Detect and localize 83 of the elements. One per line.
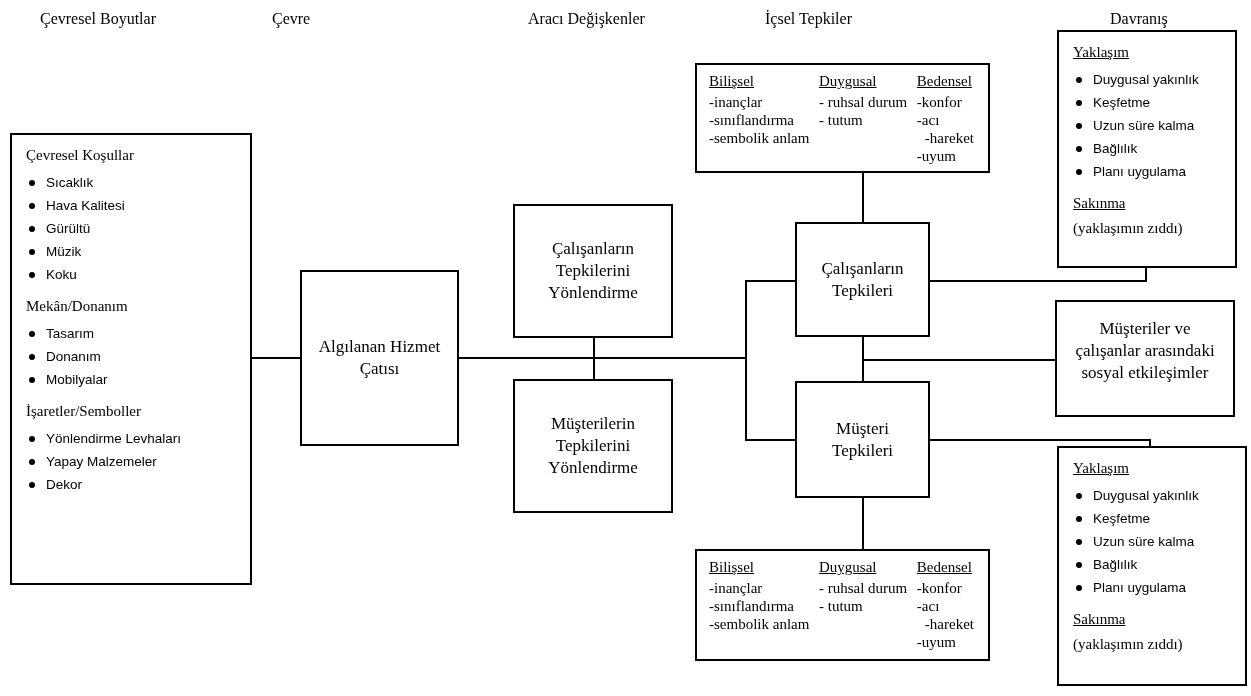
bullet-item: Yapay Malzemeler: [26, 450, 240, 473]
column-heading: Duygusal: [818, 558, 878, 576]
list-item: -acı: [916, 111, 941, 129]
bullet-item: Tasarım: [26, 322, 240, 345]
box-text: Algılanan Hizmet Çatısı: [317, 336, 442, 380]
box-text: Müşteriler ve çalışanlar arasındaki sosyal etkileşimler: [1074, 318, 1216, 384]
bullet-item: Dekor: [26, 473, 240, 496]
box-text: Çalışanların Tepkilerini Yönlendirme: [547, 238, 639, 304]
column-title: Davranış: [1110, 10, 1168, 28]
bullet-item: Sıcaklık: [26, 171, 240, 194]
section-heading: Çevresel Koşullar: [26, 146, 135, 165]
list-item: -sınıflandırma: [709, 597, 795, 615]
section-heading: Yaklaşım: [1073, 459, 1130, 478]
bullet-item: Bağlılık: [1073, 553, 1235, 576]
list-item: -hareket: [923, 615, 974, 633]
text-box: [513, 379, 673, 513]
list-item: -konfor: [916, 93, 963, 111]
bullet-item: Duygusal yakınlık: [1073, 484, 1235, 507]
text-box: [1057, 30, 1237, 268]
list-item: -hareket: [923, 129, 974, 147]
column-heading: Bilişsel: [709, 72, 755, 90]
list-item: -uyum: [916, 147, 958, 165]
text-box: [10, 133, 252, 585]
bullet-item: Gürültü: [26, 217, 240, 240]
text-box: [795, 381, 930, 498]
column-title: Çevre: [272, 10, 311, 28]
bullet-item: Yönlendirme Levhaları: [26, 427, 240, 450]
list-item: (yaklaşımın zıddı): [1073, 219, 1184, 237]
box-text: Müşteri Tepkileri: [830, 417, 895, 462]
list-item: - tutum: [818, 597, 864, 615]
text-box: [1057, 446, 1247, 686]
box-text: Müşterilerin Tepkilerini Yönlendirme: [547, 413, 639, 479]
text-box: [795, 222, 930, 337]
text-box: [300, 270, 459, 446]
column-title: Aracı Değişkenler: [528, 10, 645, 28]
bullet-item: Keşfetme: [1073, 91, 1225, 114]
list-item: -inançlar: [709, 579, 764, 597]
connector-line: [929, 267, 1147, 282]
column-heading: Bilişsel: [709, 558, 755, 576]
list-item: - ruhsal durum: [818, 579, 908, 597]
section-heading: Sakınma: [1073, 610, 1127, 629]
bullet-item: Duygusal yakınlık: [1073, 68, 1225, 91]
list-item: -sembolik anlam: [709, 129, 810, 147]
connector-line: [862, 497, 864, 550]
box-text: Çalışanların Tepkileri: [820, 257, 905, 302]
text-box: [695, 549, 990, 661]
connector-line: [251, 357, 301, 359]
bullet-item: Planı uygulama: [1073, 160, 1225, 183]
text-box: [1055, 300, 1235, 417]
list-item: (yaklaşımın zıddı): [1073, 635, 1184, 653]
text-box: [695, 63, 990, 173]
list-item: -sembolik anlam: [709, 615, 810, 633]
connector-line: [929, 439, 1151, 447]
section-heading: İşaretler/Semboller: [26, 402, 142, 421]
bullet-item: Donanım: [26, 345, 240, 368]
section-heading: Sakınma: [1073, 194, 1127, 213]
column-title: İçsel Tepkiler: [765, 10, 852, 28]
bullet-item: Müzik: [26, 240, 240, 263]
list-item: - tutum: [818, 111, 864, 129]
connector-line: [862, 172, 864, 223]
column-title: Çevresel Boyutlar: [40, 10, 156, 28]
bullet-item: Mobilyalar: [26, 368, 240, 391]
list-item: -acı: [916, 597, 941, 615]
bullet-item: Hava Kalitesi: [26, 194, 240, 217]
connector-line: [862, 359, 1056, 382]
bullet-item: Planı uygulama: [1073, 576, 1235, 599]
bullet-item: Uzun süre kalma: [1073, 530, 1235, 553]
bullet-item: Koku: [26, 263, 240, 286]
column-heading: Duygusal: [818, 72, 878, 90]
bullet-item: Uzun süre kalma: [1073, 114, 1225, 137]
bullet-item: Keşfetme: [1073, 507, 1235, 530]
text-box: [513, 204, 673, 338]
list-item: -inançlar: [709, 93, 764, 111]
section-heading: Mekân/Donanım: [26, 297, 129, 316]
connector-line: [593, 357, 796, 441]
bullet-item: Bağlılık: [1073, 137, 1225, 160]
column-heading: Bedensel: [916, 558, 973, 576]
list-item: -uyum: [916, 633, 958, 651]
list-item: -konfor: [916, 579, 963, 597]
column-heading: Bedensel: [916, 72, 973, 90]
list-item: - ruhsal durum: [818, 93, 908, 111]
section-heading: Yaklaşım: [1073, 43, 1130, 62]
list-item: -sınıflandırma: [709, 111, 795, 129]
